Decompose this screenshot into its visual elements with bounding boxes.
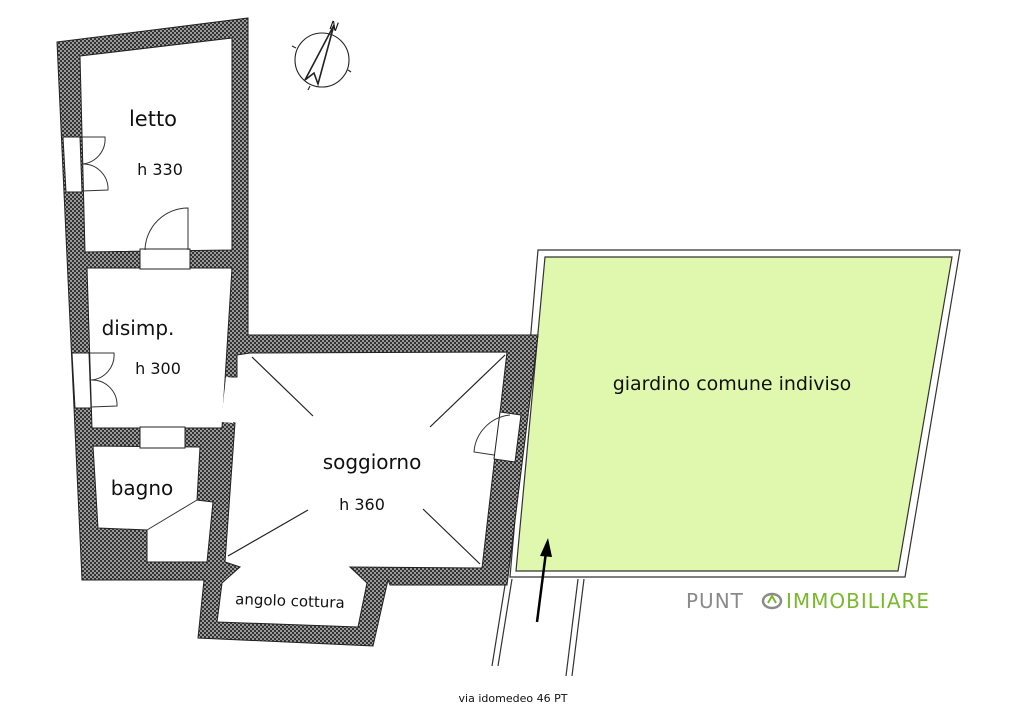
room-height-letto: h 330 <box>137 160 183 179</box>
room-bagno <box>92 445 214 563</box>
door-opening-garden <box>493 411 522 463</box>
address-label: via idomedeo 46 PT <box>459 692 568 705</box>
room-label-letto: letto <box>129 107 177 131</box>
room-height-disimp: h 300 <box>135 359 181 378</box>
room-soggiorno <box>216 351 508 628</box>
svg-text:IMMOBILIARE: IMMOBILIARE <box>786 589 930 613</box>
room-height-soggiorno: h 360 <box>339 495 385 514</box>
garden-area <box>491 249 961 677</box>
window-letto <box>62 136 83 193</box>
logo-house-icon <box>761 592 783 610</box>
logo: PUNT IMMOBILIARE <box>686 589 930 613</box>
room-label-bagno: bagno <box>111 476 174 500</box>
openings <box>62 136 522 463</box>
compass-label: N <box>328 18 341 34</box>
door-opening-bagno <box>139 426 186 449</box>
compass-north-icon: N <box>291 18 352 91</box>
ceiling-diagonals <box>227 354 506 565</box>
door-opening-letto <box>139 248 191 270</box>
svg-text:PUNT: PUNT <box>686 589 744 613</box>
room-letto <box>79 37 233 253</box>
room-label-disimp: disimp. <box>102 316 175 340</box>
room-label-angolo-cottura: angolo cottura <box>235 590 345 612</box>
door-swings <box>81 136 511 531</box>
opening-disimp-soggiorno <box>221 377 238 423</box>
room-label-giardino: giardino comune indiviso <box>613 373 852 395</box>
window-disimp <box>71 352 92 409</box>
room-label-soggiorno: soggiorno <box>323 450 422 474</box>
entrance-arrow-icon <box>535 538 552 623</box>
room-disimp <box>86 267 233 429</box>
